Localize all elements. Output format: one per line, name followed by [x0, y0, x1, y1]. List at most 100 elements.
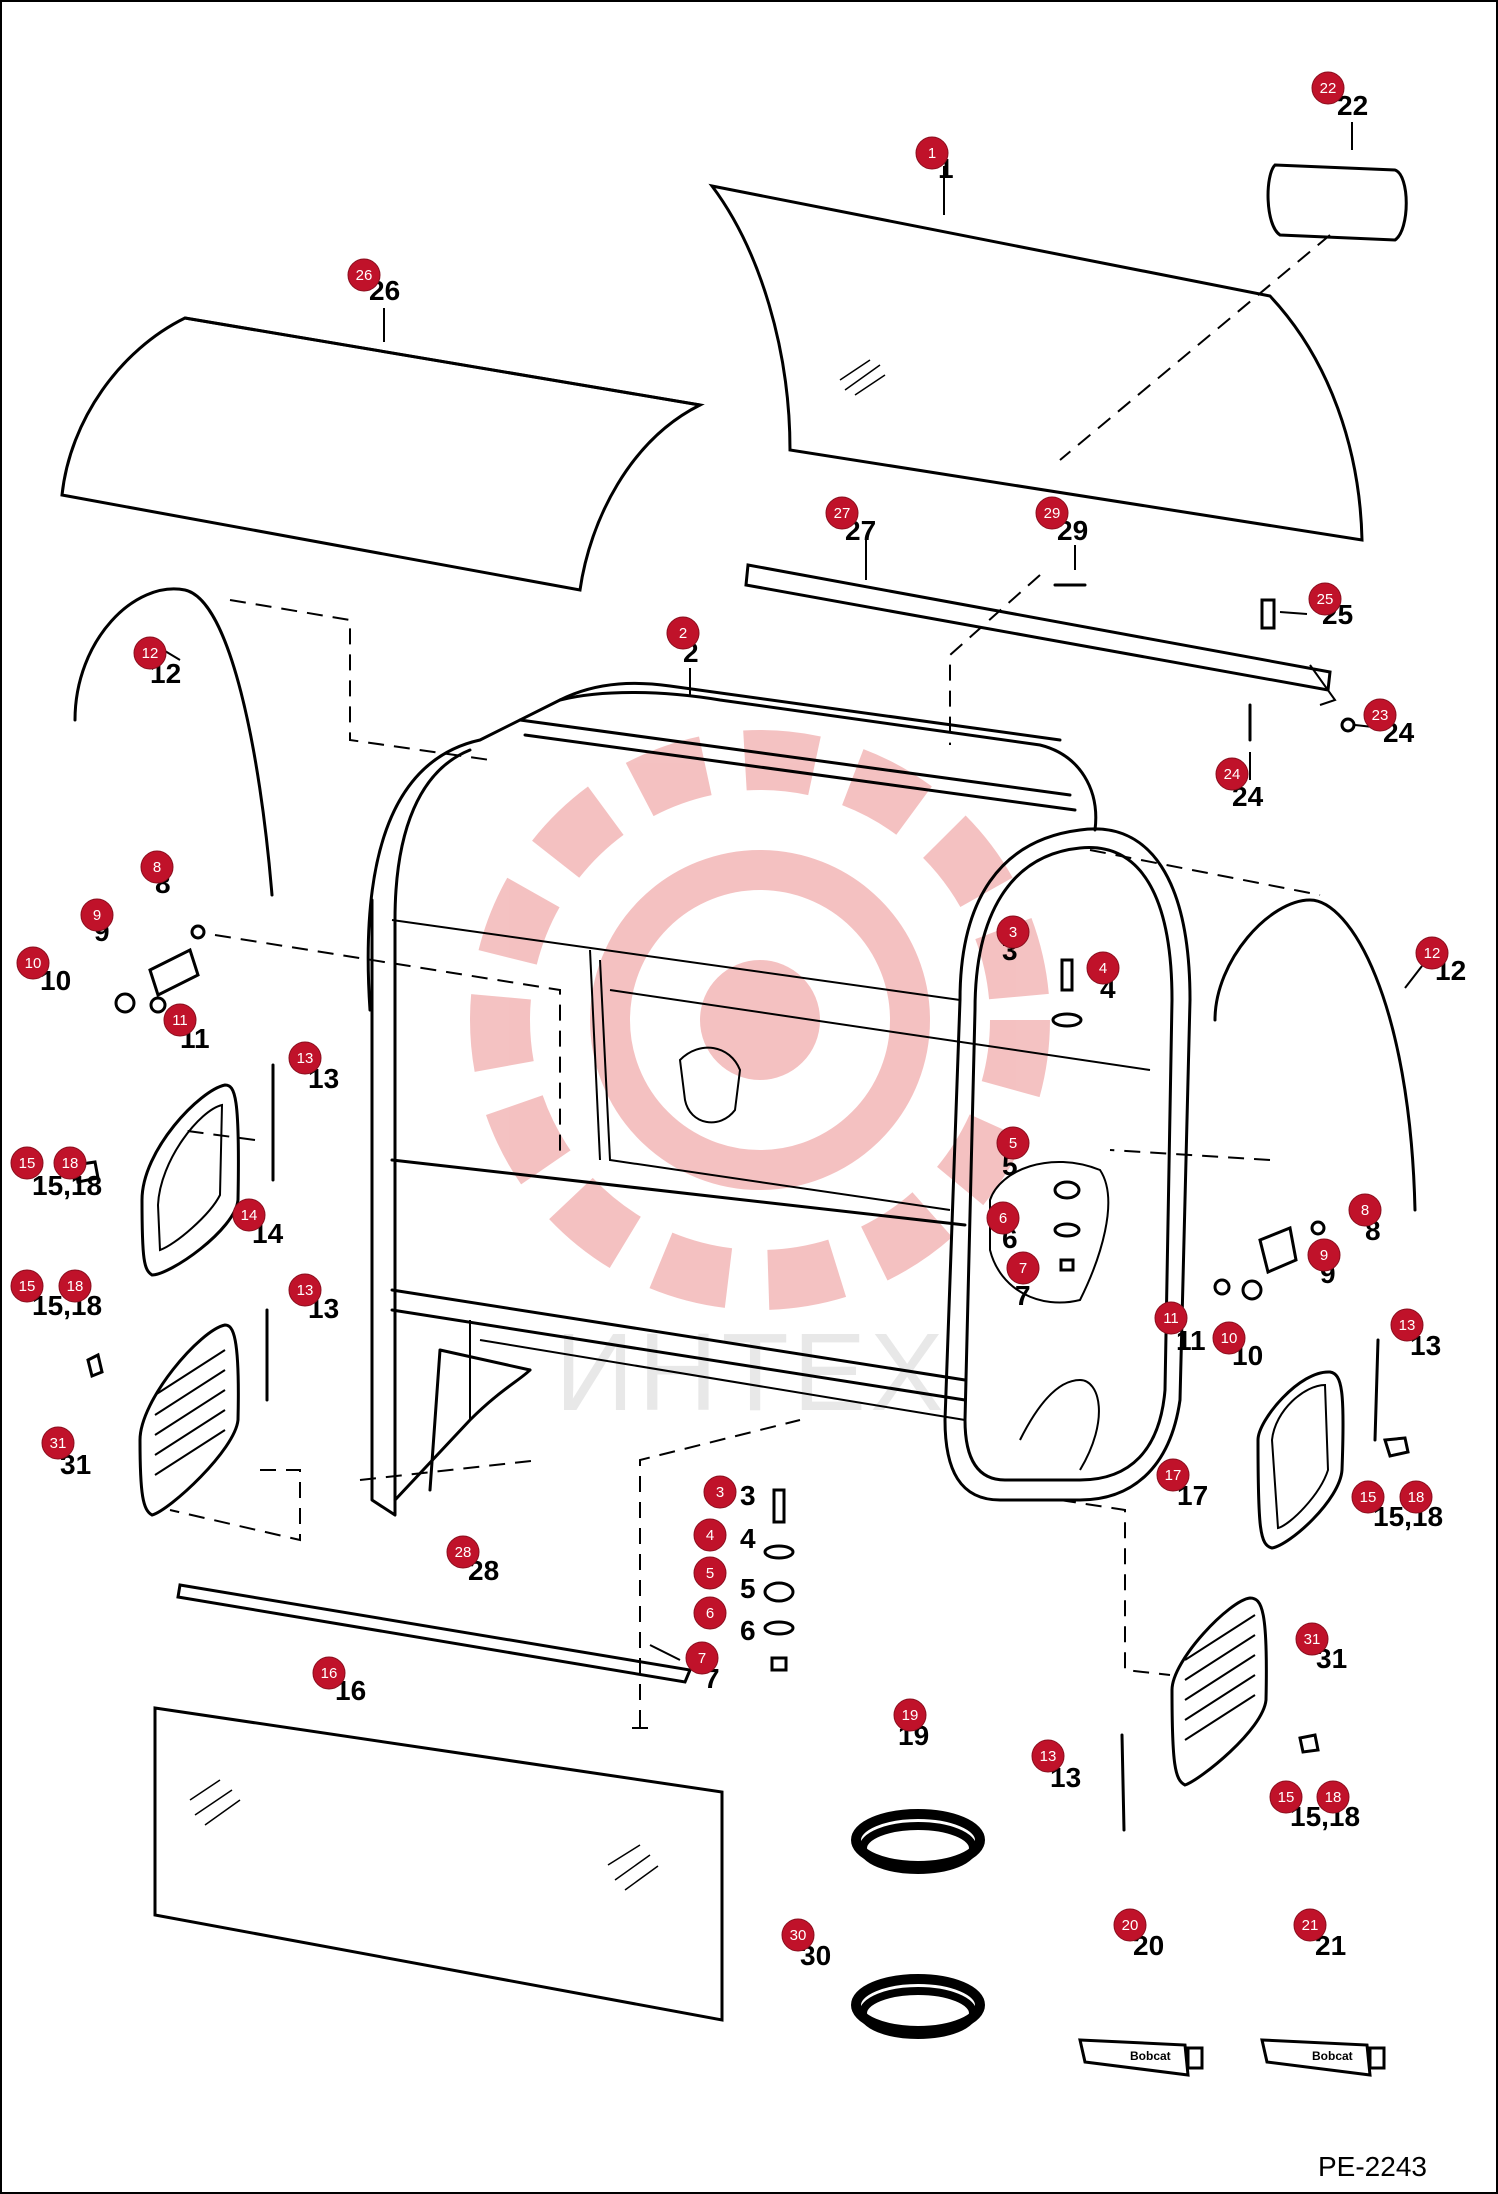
tube-21-brand: Bobcat [1312, 2049, 1353, 2063]
bottom-rail-end [649, 1644, 681, 1661]
badge-9: 9 [80, 898, 114, 932]
badge-23: 23 [1363, 698, 1397, 732]
badge-text: 6 [706, 1605, 714, 1622]
badge-text: 19 [902, 1707, 919, 1724]
interior-bracket [678, 1046, 742, 1124]
badge-3: 3 [996, 915, 1030, 949]
badge-circle [16, 946, 50, 980]
left-vent-mesh [140, 1083, 240, 1277]
badge-circle [80, 898, 114, 932]
badge-8: 8 [140, 850, 174, 884]
cab-fastener-stack [1051, 958, 1083, 1272]
badge-12: 12 [133, 636, 167, 670]
top-window-curved [708, 183, 1364, 542]
left-louver-vent [138, 1323, 240, 1517]
badge-text: 5 [1009, 1135, 1017, 1152]
tube-21: Bobcat [1260, 2038, 1386, 2077]
badge-17: 17 [1156, 1458, 1190, 1492]
badge-15: 15 [10, 1146, 44, 1180]
cab-frame [366, 681, 1192, 1517]
badge-circle [1086, 951, 1120, 985]
badge-text: 24 [1224, 766, 1241, 783]
badge-31: 31 [41, 1426, 75, 1460]
badge-7: 7 [685, 1641, 719, 1675]
badge-circle [312, 1656, 346, 1690]
badge-text: 31 [1304, 1631, 1321, 1648]
badge-9: 9 [1307, 1238, 1341, 1272]
badge-circle [996, 1126, 1030, 1160]
latch-right-lower [1298, 1733, 1320, 1754]
badge-2: 2 [666, 616, 700, 650]
badge-circle [1399, 1480, 1433, 1514]
badge-text: 25 [1317, 591, 1334, 608]
strip-13-d [1120, 1733, 1126, 1832]
badge-text: 28 [455, 1544, 472, 1561]
badge-circle [1307, 1238, 1341, 1272]
badge-text: 31 [50, 1435, 67, 1452]
badge-text: 18 [62, 1155, 79, 1172]
right-vent-mesh [1256, 1370, 1345, 1550]
badge-text: 15 [19, 1155, 36, 1172]
badge-circle [1351, 1480, 1385, 1514]
badge-15: 15 [10, 1269, 44, 1303]
badge-text: 18 [67, 1278, 84, 1295]
badge-15: 15 [1269, 1780, 1303, 1814]
cover-part [1266, 163, 1408, 242]
badge-circle [446, 1535, 480, 1569]
badge-circle [10, 1269, 44, 1303]
badge-text: 6 [999, 1210, 1007, 1227]
badge-text: 17 [1165, 1467, 1182, 1484]
rear-window-curved [60, 316, 705, 592]
badge-circle [1390, 1308, 1424, 1342]
badge-circle [1215, 757, 1249, 791]
badge-29: 29 [1035, 496, 1069, 530]
callout-6-center: 6 [740, 1615, 756, 1646]
center-fastener-stack [763, 1488, 795, 1672]
badge-circle [1293, 1908, 1327, 1942]
interior-part [989, 1161, 1110, 1304]
badge-7: 7 [1006, 1251, 1040, 1285]
badge-text: 5 [706, 1565, 714, 1582]
badge-circle [288, 1273, 322, 1307]
hose-coil-19 [851, 1809, 985, 1874]
badge-circle [666, 616, 700, 650]
badge-18: 18 [53, 1146, 87, 1180]
badge-text: 12 [142, 645, 159, 662]
badge-text: 18 [1408, 1489, 1425, 1506]
badge-6: 6 [693, 1596, 727, 1630]
badge-circle [986, 1201, 1020, 1235]
badge-circle [133, 636, 167, 670]
badge-8: 8 [1348, 1193, 1382, 1227]
badge-circle [781, 1918, 815, 1952]
badge-text: 1 [928, 145, 936, 162]
badge-text: 12 [1424, 945, 1441, 962]
badge-text: 10 [1221, 1330, 1238, 1347]
badge-text: 13 [297, 1050, 314, 1067]
badge-text: 11 [1163, 1310, 1179, 1327]
badge-10: 10 [1212, 1321, 1246, 1355]
badge-1: 1 [915, 136, 949, 170]
badge-text: 18 [1325, 1789, 1342, 1806]
badge-19: 19 [893, 1698, 927, 1732]
top-rail [744, 563, 1337, 706]
watermark [470, 730, 1050, 1310]
badge-circle [58, 1269, 92, 1303]
figure-code: PE-2243 [1318, 2151, 1427, 2182]
badge-18: 18 [58, 1269, 92, 1303]
badge-11: 11 [1154, 1301, 1188, 1335]
badge-circle [915, 136, 949, 170]
badge-circle [996, 915, 1030, 949]
left-hinge [114, 924, 206, 1014]
badge-13: 13 [1031, 1739, 1065, 1773]
bottom-rail [176, 1583, 693, 1684]
badge-26: 26 [347, 258, 381, 292]
badge-circle [825, 496, 859, 530]
badge-text: 23 [1372, 707, 1389, 724]
tube-20-brand: Bobcat [1130, 2049, 1171, 2063]
badge-18: 18 [1316, 1780, 1350, 1814]
badge-14: 14 [232, 1198, 266, 1232]
badge-20: 20 [1113, 1908, 1147, 1942]
strip-13-c [1373, 1338, 1380, 1442]
